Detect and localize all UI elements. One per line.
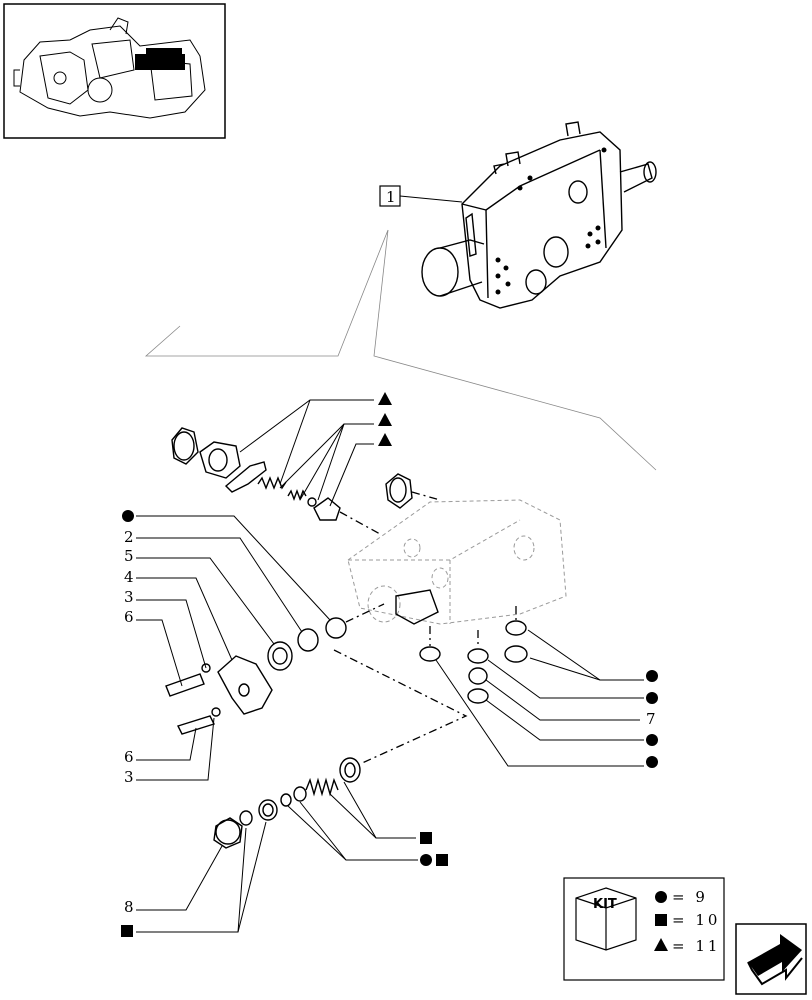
triangle-marker <box>378 433 392 446</box>
valve-body-ghost <box>347 499 567 625</box>
next-page-arrow-icon[interactable] <box>735 923 807 995</box>
triangle-marker <box>378 392 392 405</box>
circle-marker <box>122 510 134 522</box>
right-callouts: 7 <box>435 629 658 768</box>
svg-text:3: 3 <box>124 768 134 786</box>
square-marker <box>121 925 133 937</box>
middle-seals <box>165 603 385 735</box>
svg-text:= 10: = 10 <box>672 911 720 929</box>
svg-text:1: 1 <box>386 188 396 206</box>
triangle-marker <box>654 938 668 951</box>
left-callouts: 2 5 4 3 6 6 3 8 <box>121 510 331 937</box>
svg-text:6: 6 <box>124 748 134 766</box>
explosion-guides <box>144 229 657 471</box>
triangle-marker <box>378 413 392 426</box>
svg-text:2: 2 <box>124 528 134 546</box>
circle-marker <box>646 756 658 768</box>
square-marker <box>436 854 448 866</box>
lower-seals <box>419 606 528 704</box>
circle-marker <box>646 692 658 704</box>
svg-text:KIT: KIT <box>593 897 617 912</box>
lower-parts <box>213 757 361 849</box>
svg-text:= 9: = 9 <box>672 888 708 906</box>
valve-assembly <box>421 121 657 309</box>
circle-marker <box>646 734 658 746</box>
square-marker <box>420 832 432 844</box>
center-callouts <box>287 781 448 866</box>
kit-legend: KIT = 9 = 10 = 11 <box>563 877 725 981</box>
circle-marker <box>646 670 658 682</box>
svg-text:3: 3 <box>124 588 134 606</box>
svg-text:8: 8 <box>124 898 134 916</box>
assembly-axis <box>333 649 468 765</box>
svg-text:= 11: = 11 <box>672 937 720 955</box>
overview-thumbnail[interactable] <box>3 3 226 139</box>
svg-text:7: 7 <box>646 710 656 728</box>
callout-1: 1 <box>379 185 463 207</box>
triangle-markers-top <box>239 392 392 507</box>
upper-parts <box>171 427 441 535</box>
circle-marker <box>655 891 667 903</box>
svg-text:6: 6 <box>124 608 134 626</box>
square-marker <box>655 914 667 926</box>
svg-text:4: 4 <box>124 568 134 586</box>
svg-text:5: 5 <box>124 547 134 565</box>
kit-box-icon: KIT <box>575 887 637 951</box>
circle-marker <box>420 854 432 866</box>
